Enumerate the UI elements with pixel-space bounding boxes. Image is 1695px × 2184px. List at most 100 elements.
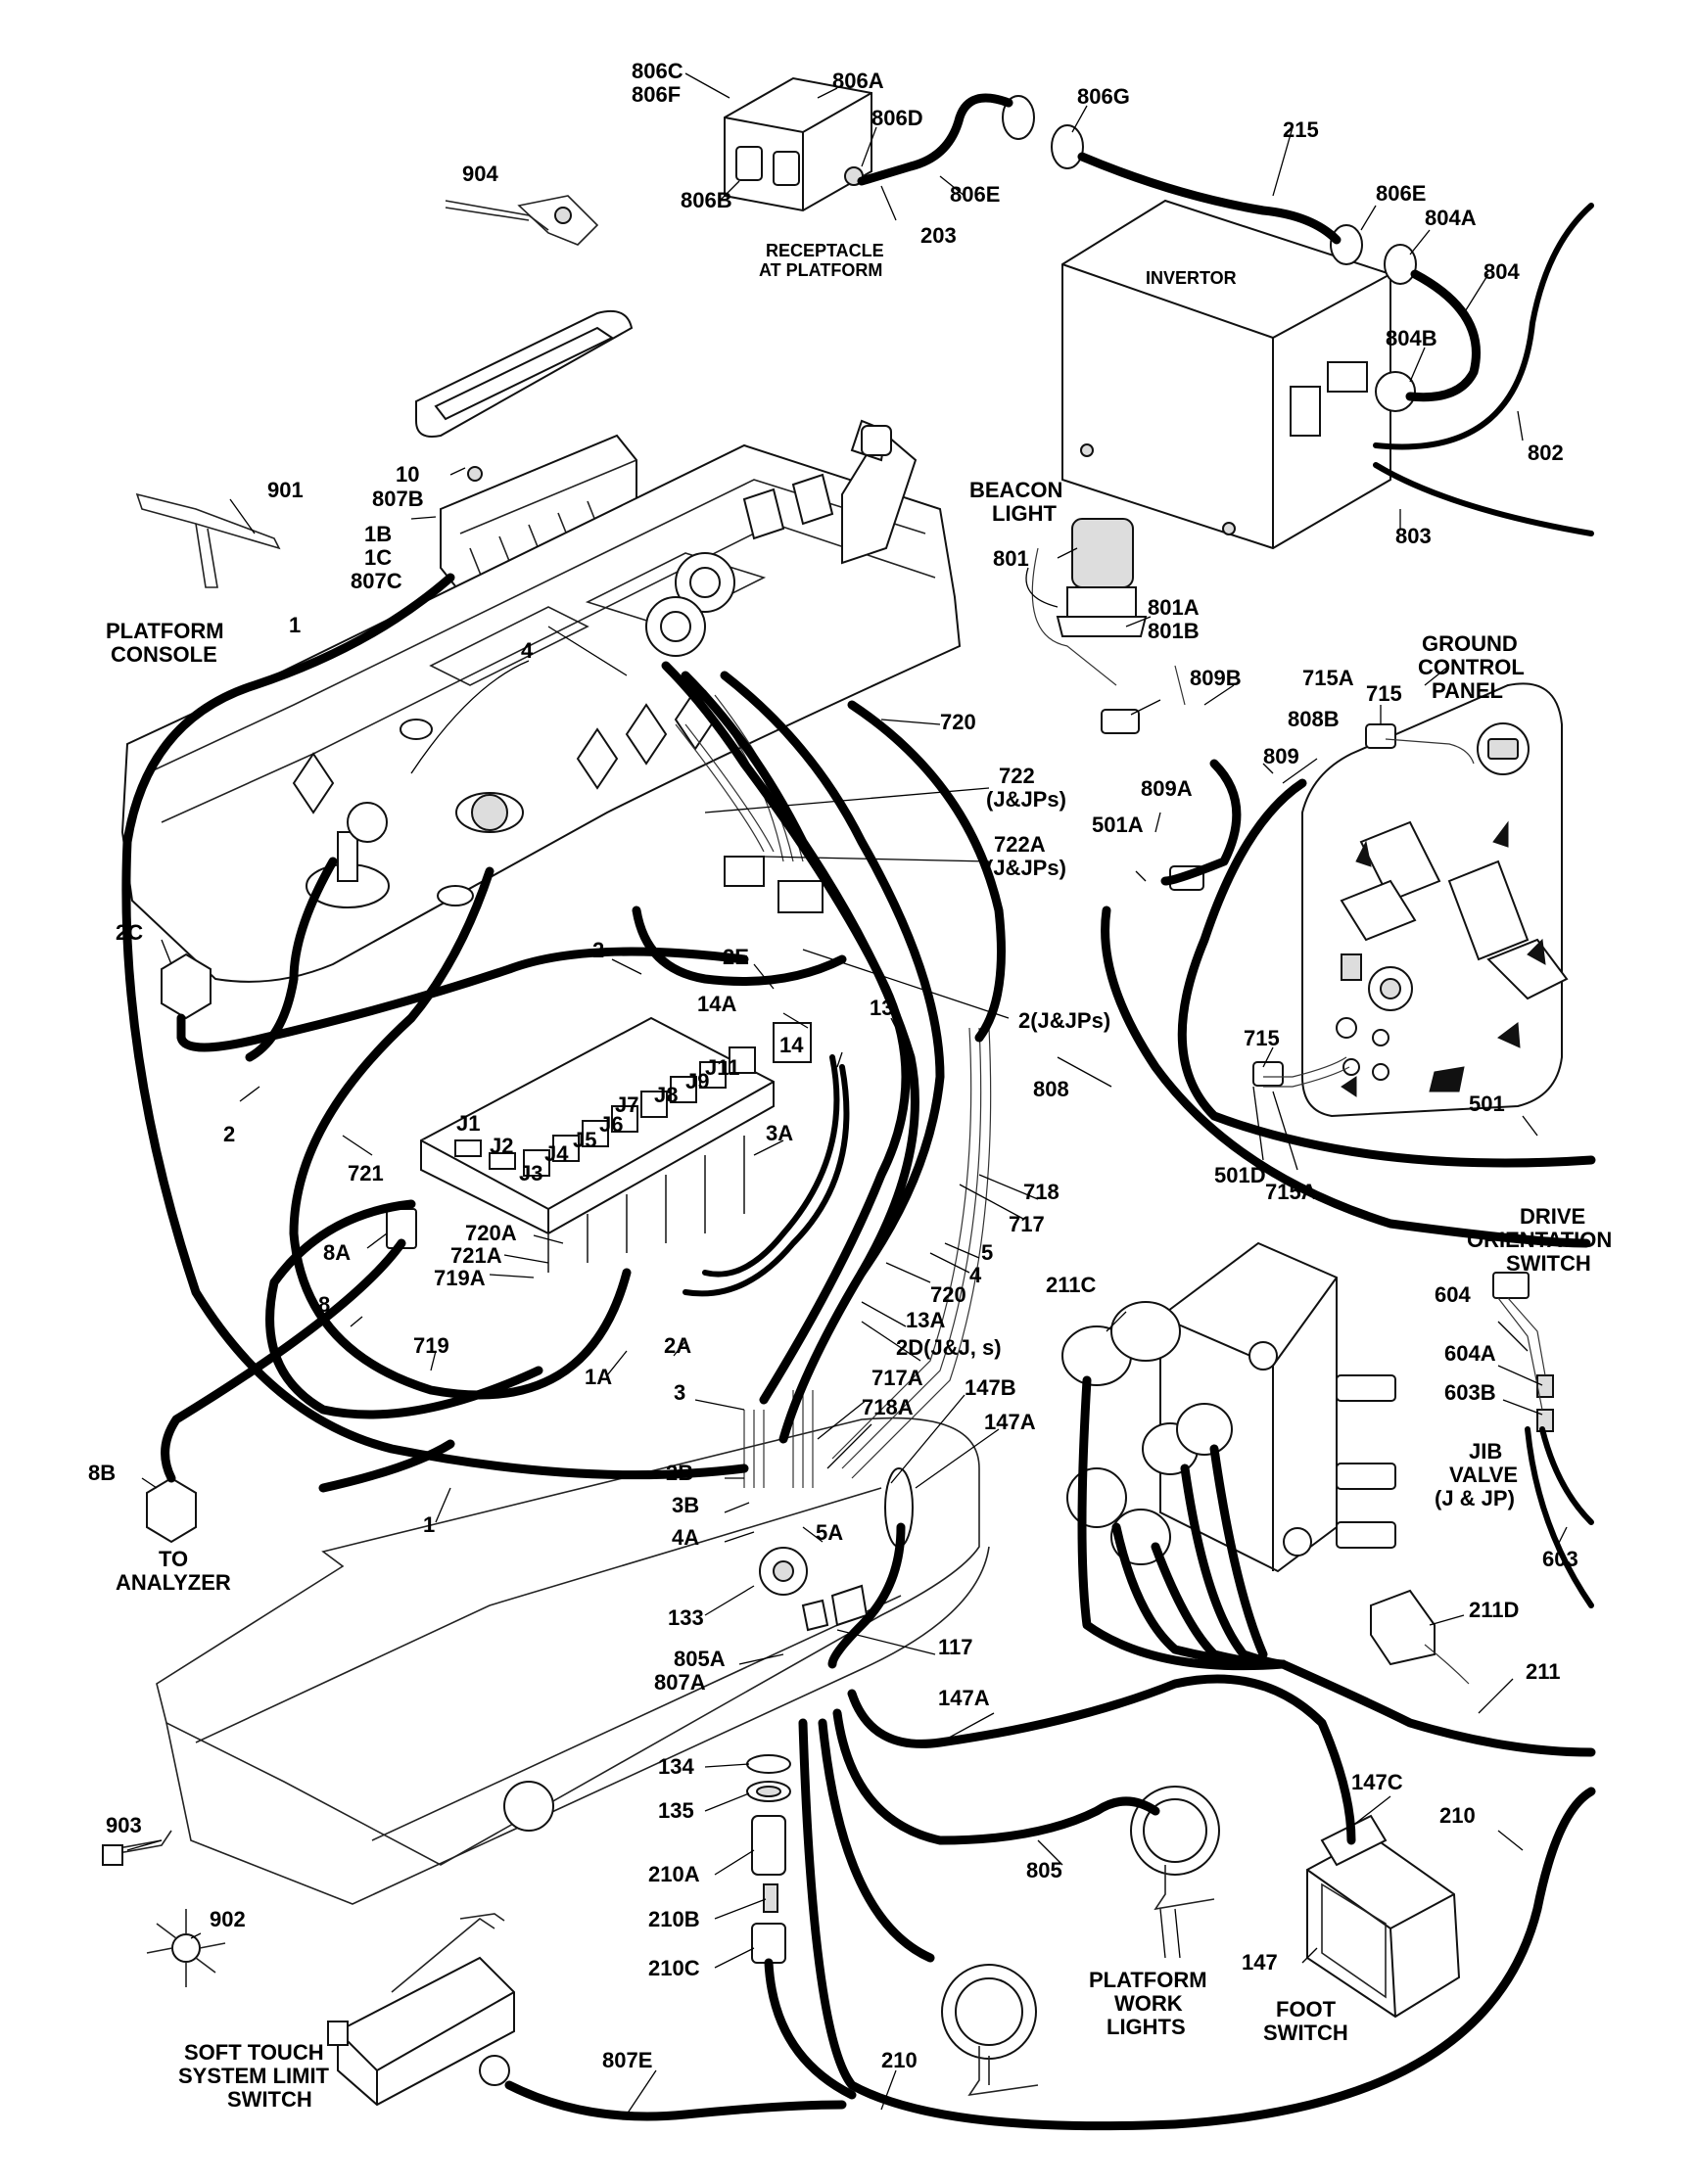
label-806e-2: 806E <box>1376 181 1426 206</box>
label-715a-2: 715A <box>1265 1180 1317 1204</box>
label-invertor: INVERTOR <box>1146 268 1237 288</box>
label-715a-1: 715A <box>1302 666 1354 690</box>
label-603b: 603B <box>1444 1380 1496 1405</box>
label-2a: 2A <box>664 1333 691 1358</box>
label-jib-2: VALVE <box>1449 1463 1518 1487</box>
label-215: 215 <box>1283 117 1319 142</box>
label-721: 721 <box>348 1161 384 1185</box>
connector-722a <box>724 856 824 1063</box>
label-604a: 604A <box>1444 1341 1496 1366</box>
label-804: 804 <box>1483 259 1520 284</box>
platform-tray <box>156 1417 990 1905</box>
label-720-top: 720 <box>940 710 976 734</box>
label-803: 803 <box>1395 524 1432 548</box>
label-135: 135 <box>658 1798 694 1823</box>
label-718: 718 <box>1023 1180 1059 1204</box>
label-809a: 809A <box>1141 776 1193 801</box>
label-j9: J9 <box>685 1069 709 1093</box>
label-203: 203 <box>920 223 957 248</box>
platform-console <box>120 419 962 983</box>
label-210b: 210B <box>648 1907 700 1931</box>
label-805: 805 <box>1026 1858 1062 1882</box>
connector-stack <box>746 1754 791 1964</box>
foot-switch <box>1306 1814 1461 2019</box>
label-14a: 14A <box>697 992 736 1016</box>
label-4-top: 4 <box>521 638 534 663</box>
label-147a-1: 147A <box>984 1410 1036 1434</box>
label-j7: J7 <box>615 1092 638 1117</box>
soft-touch-switch <box>327 1913 515 2107</box>
label-2-mid: 2 <box>592 938 604 962</box>
cables <box>121 93 1596 2131</box>
label-8b: 8B <box>88 1461 116 1485</box>
label-drive-3: SWITCH <box>1506 1251 1591 1276</box>
label-3: 3 <box>674 1380 685 1405</box>
label-603: 603 <box>1542 1547 1578 1571</box>
label-804a: 804A <box>1425 206 1477 230</box>
label-904: 904 <box>462 162 498 186</box>
label-pwl-3: LIGHTS <box>1106 2015 1186 2039</box>
label-801a: 801A <box>1148 595 1200 620</box>
label-806a: 806A <box>832 69 884 93</box>
crimp-tool-904 <box>445 195 599 246</box>
label-809: 809 <box>1263 744 1299 768</box>
label-5a: 5A <box>816 1520 843 1545</box>
label-4: 4 <box>969 1263 982 1287</box>
label-147a-2: 147A <box>938 1686 990 1710</box>
label-809b: 809B <box>1190 666 1242 690</box>
console-lid <box>415 309 634 438</box>
label-718a: 718A <box>862 1395 914 1419</box>
label-210-bot: 210 <box>881 2048 918 2072</box>
label-902: 902 <box>210 1907 246 1931</box>
crimp-tool-901 <box>135 492 281 588</box>
label-806b: 806B <box>681 188 732 212</box>
connector-211d <box>1370 1589 1436 1666</box>
connector-8b <box>146 1476 197 1544</box>
label-722: 722 <box>999 764 1035 788</box>
label-2e: 2E <box>723 945 749 969</box>
label-604: 604 <box>1435 1282 1471 1307</box>
invertor-box <box>1061 199 1391 550</box>
label-3a: 3A <box>766 1121 793 1145</box>
label-10: 10 <box>396 462 419 487</box>
beacon-light <box>1056 518 1148 637</box>
label-147b: 147B <box>965 1375 1016 1400</box>
label-drive-2: ORIENTATION <box>1467 1228 1612 1252</box>
label-jib-3: (J & JP) <box>1435 1486 1515 1510</box>
label-8: 8 <box>318 1292 330 1317</box>
label-2c: 2C <box>116 920 143 945</box>
label-501a: 501A <box>1092 813 1144 837</box>
label-j11: J11 <box>705 1055 740 1080</box>
label-134: 134 <box>658 1754 694 1779</box>
label-ground-1: GROUND <box>1422 631 1518 656</box>
label-foot-2: SWITCH <box>1263 2021 1348 2045</box>
label-722-jjps: (J&JPs) <box>986 787 1066 812</box>
label-806d: 806D <box>871 106 923 130</box>
label-210c: 210C <box>648 1956 700 1980</box>
label-platform-console-1: PLATFORM <box>106 619 224 643</box>
label-ground-3: PANEL <box>1432 678 1503 703</box>
work-light-1 <box>941 1964 1039 2097</box>
label-j8: J8 <box>654 1083 678 1107</box>
label-721a: 721A <box>450 1243 502 1268</box>
label-1-bot: 1 <box>423 1512 435 1537</box>
label-j1: J1 <box>456 1111 480 1136</box>
label-3b: 3B <box>672 1493 699 1517</box>
label-715-2: 715 <box>1244 1026 1280 1050</box>
label-pwl-2: WORK <box>1114 1991 1183 2016</box>
label-1b: 1B <box>364 522 392 546</box>
label-501: 501 <box>1469 1092 1505 1116</box>
label-807a: 807A <box>654 1670 706 1695</box>
label-719: 719 <box>413 1333 449 1358</box>
label-13: 13 <box>870 996 893 1020</box>
label-pwl-1: PLATFORM <box>1089 1968 1207 1992</box>
label-806g: 806G <box>1077 84 1130 109</box>
receptacle-box <box>724 76 872 212</box>
label-117: 117 <box>938 1635 973 1659</box>
label-806f: 806F <box>632 82 681 107</box>
label-1-top: 1 <box>289 613 301 637</box>
label-133: 133 <box>668 1605 704 1630</box>
label-analyzer-2: ANALYZER <box>116 1570 231 1595</box>
label-147: 147 <box>1242 1950 1278 1975</box>
tool-902 <box>146 1909 226 1987</box>
